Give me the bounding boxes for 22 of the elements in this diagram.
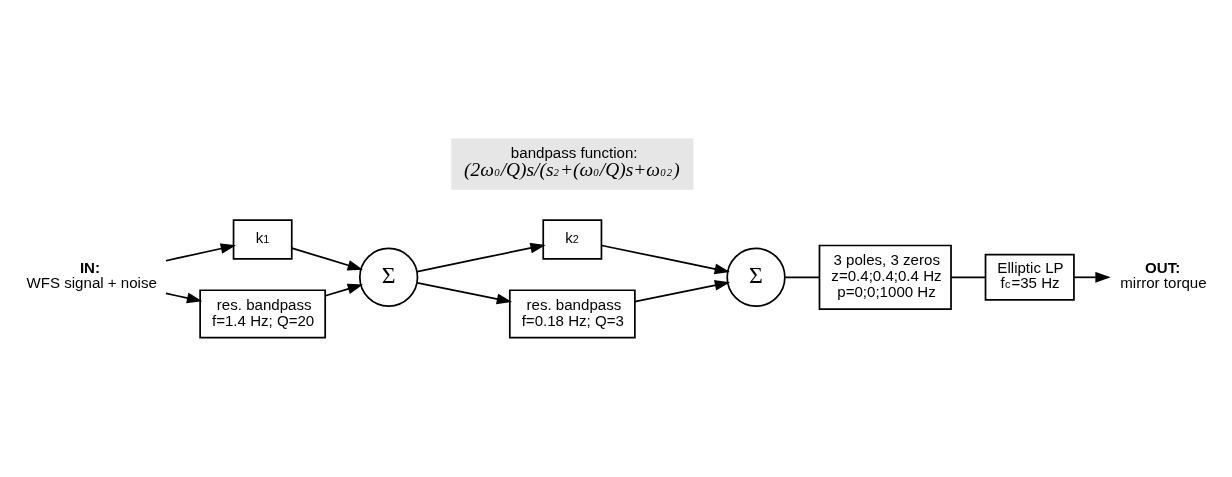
node-text: OUT: mirror torque [1120,259,1207,292]
arrow [600,244,730,275]
arrow [1073,271,1111,283]
connector [950,276,987,279]
node-box: res. bandpass f=0.18 Hz; Q=3 [508,289,636,339]
arrow [416,282,513,305]
node-box: k1 [232,219,293,260]
arrow [165,243,236,262]
node-circle: Σ [358,247,419,307]
arrow [634,280,731,303]
node-box: k2 [542,219,603,260]
arrow [165,292,203,304]
arrow [416,242,546,273]
node-box: bandpass function: (2ω0/Q)s/(s2+(ω0/Q)s+ω02) [451,138,694,190]
arrow [324,283,364,297]
node-box: Elliptic LP fc=35 Hz [984,253,1075,301]
node-box: res. bandpass f=1.4 Hz; Q=20 [199,289,327,339]
node-circle: Σ [726,247,786,307]
arrow [290,247,363,271]
connector [784,276,820,279]
node-text: IN: WFS signal + noise [26,259,157,292]
node-box: 3 poles, 3 zeros z=0.4;0.4;0.4 Hz p=0;0;1000 Hz [818,244,952,310]
